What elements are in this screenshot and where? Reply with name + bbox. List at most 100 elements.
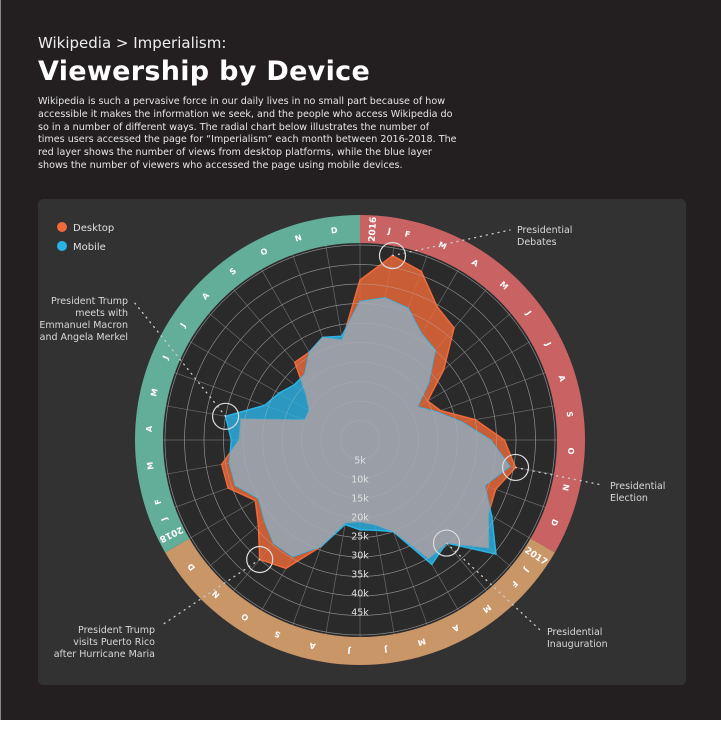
legend-desktop-label: Desktop [73,223,114,234]
annotation-circle [501,453,530,482]
month-label: M [437,240,448,251]
grid-circle-overlay [242,322,478,558]
annotation-label: Emmanuel Macron [39,320,128,331]
annotation-label: meets with [75,308,128,319]
month-label: O [240,611,251,622]
axis-tick-label: 35k [351,570,369,581]
data-point [494,488,497,491]
annotation-label: Inauguration [547,639,608,650]
data-point [495,553,497,555]
annotation-leader [391,229,511,257]
month-label: D [186,561,197,572]
legend-mobile-label: Mobile [73,242,106,253]
axis-tick-label: 15k [351,494,369,505]
month-label: S [273,629,282,640]
month-label: J [347,646,351,655]
annotation-label: Presidential [610,481,665,492]
month-label: J [523,308,533,317]
data-point [278,392,280,395]
month-label: O [259,246,269,257]
month-label: D [549,518,560,528]
data-point [294,361,296,364]
month-label: J [161,354,171,361]
data-point [442,369,445,371]
data-point [439,409,442,412]
axis-tick-label: 10k [351,475,369,486]
annotation-label: and Angela Merkel [40,332,128,343]
annotation-label: after Hurricane Maria [54,649,155,660]
data-point [375,529,377,532]
month-label: S [565,411,575,418]
grid-circle-overlay [301,381,419,499]
description: Wikipedia is such a pervasive force in o… [38,96,457,171]
year-ring-2017 [165,538,555,665]
grid-circle-overlay [184,264,536,616]
month-label: A [557,374,568,383]
annotation-circle [378,242,407,270]
annotation-circle [211,402,240,430]
annotation-leader [133,301,227,417]
month-label: A [308,640,317,650]
grid-circle-overlay [164,244,556,636]
annotation-leader [514,466,603,486]
annotation-leader [161,558,261,626]
axis-tick-label: 45k [351,608,369,619]
axis-tick-label: 20k [351,513,369,524]
data-point [285,567,287,570]
month-label: A [470,258,481,269]
data-point [453,327,455,329]
annotation-label: Presidential [547,627,602,638]
month-label: N [560,483,570,492]
month-label: J [384,645,389,654]
data-point [227,487,229,489]
annotation-label: President Trump [78,625,155,636]
axis-tick-label: 5k [354,456,366,467]
month-label: A [450,623,460,634]
month-label: M [417,636,427,647]
month-label: F [404,229,411,239]
month-label: J [160,516,170,523]
data-point [359,279,361,281]
annotation-label: Debates [517,237,557,248]
data-point [344,523,346,526]
month-label: J [522,565,532,574]
data-point [230,439,233,441]
month-label: M [498,280,510,292]
data-point [430,563,433,566]
axis-tick-label: 25k [351,532,369,543]
month-label: N [294,233,303,244]
month-label: D [330,226,338,236]
month-label: S [228,266,238,277]
annotation-label: Presidential [517,225,572,236]
month-label: M [481,603,493,615]
data-point [436,305,438,308]
axis-tick-label: 30k [351,551,369,562]
year-ring-2018 [134,215,360,553]
legend-desktop-swatch [57,222,67,232]
annotation-label: President Trump [51,296,128,307]
month-label: O [566,447,575,454]
data-point [263,404,266,407]
month-label: A [145,425,154,432]
annotation-circle [246,545,274,574]
data-point [257,524,260,527]
month-label: N [211,589,222,600]
month-label: F [509,579,519,589]
data-point [359,528,361,531]
grid-circle-overlay [223,303,497,577]
data-point [503,439,506,441]
annotation-label: Election [610,493,648,504]
annotation-label: visits Puerto Rico [73,637,155,648]
month-label: M [146,461,156,470]
data-point [420,270,423,273]
month-label: A [200,290,211,301]
annotation-circle [432,529,461,557]
month-label: F [153,498,163,506]
breadcrumb: Wikipedia > Imperialism: [38,34,227,52]
month-label: J [543,340,553,348]
page-title: Viewership by Device [38,56,371,87]
month-label: M [149,388,160,398]
data-point [293,384,296,386]
data-point [220,463,223,466]
